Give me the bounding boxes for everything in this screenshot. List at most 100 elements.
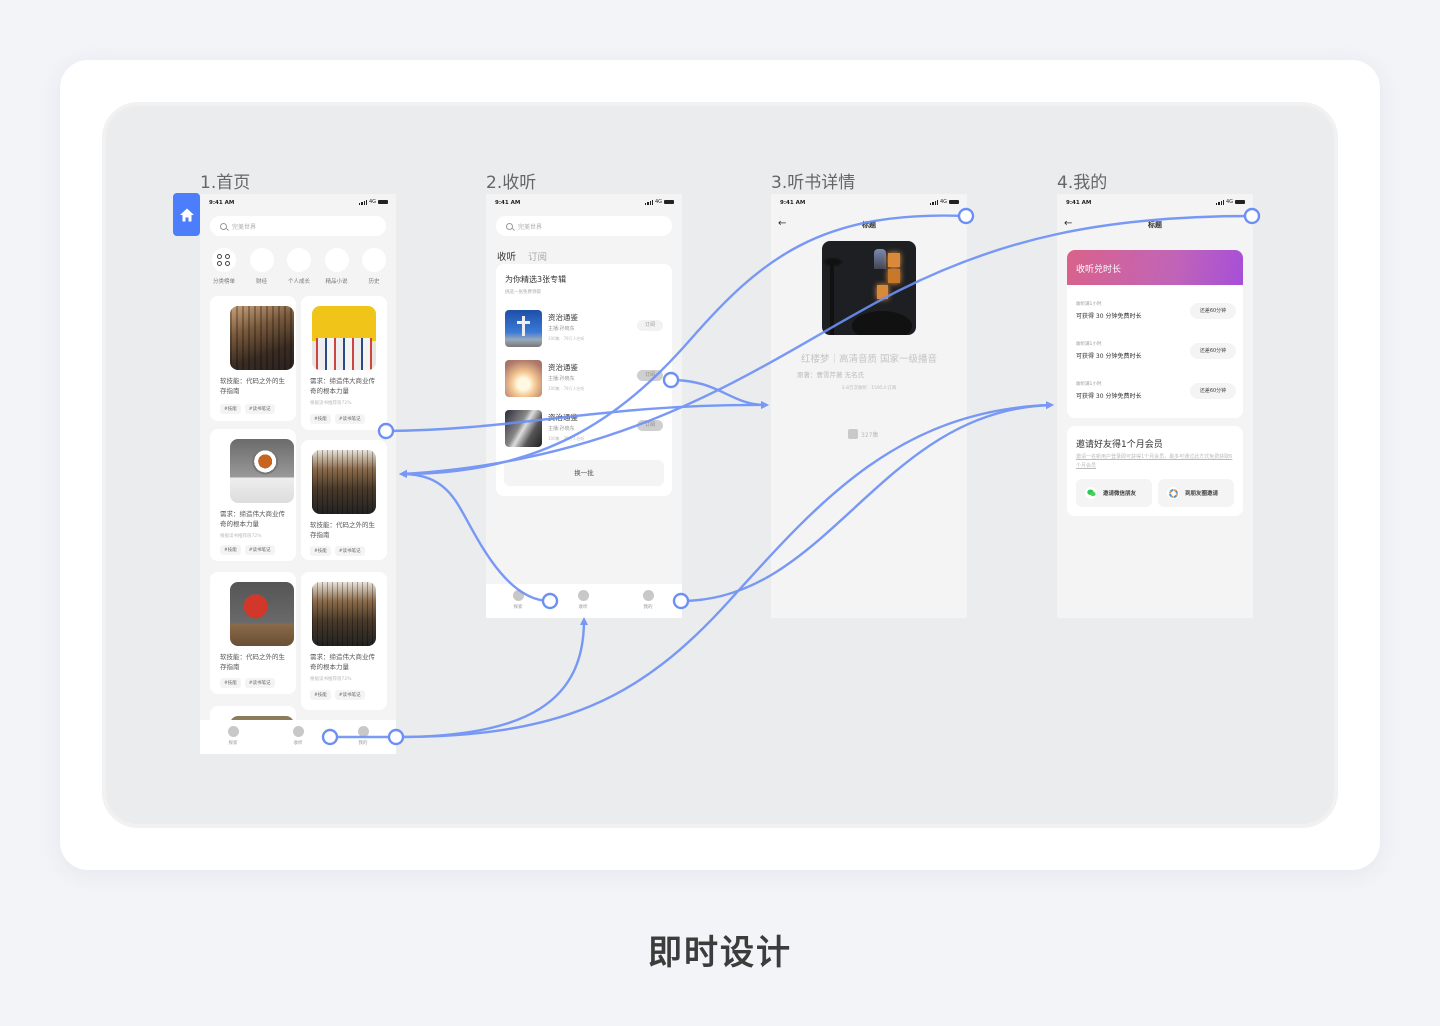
circle-icon — [249, 248, 274, 272]
tab-icon — [512, 590, 524, 601]
panel-title: 为你精选3张专辑 — [505, 275, 567, 284]
book-tag: #读书笔记 — [244, 678, 275, 688]
episodes-label: 327集 — [861, 431, 879, 439]
book-subtitle: 根据读书推荐值72% — [310, 401, 352, 406]
search-icon — [220, 222, 227, 230]
signal-icon — [359, 199, 367, 205]
signal-icon — [645, 199, 653, 205]
book-tag: #读书笔记 — [244, 545, 275, 555]
detail-screen: 9:41 AM 4G ← 标题 红楼梦｜高清音质 国家一级播音 原著：曹雪芹著 … — [771, 194, 967, 618]
subscribe-button[interactable]: 订阅 — [637, 420, 663, 431]
category-item[interactable]: 历史 — [356, 248, 392, 285]
album-name: 资治通鉴 — [548, 413, 578, 422]
task-progress-button[interactable]: 还差60分钟 — [1190, 343, 1236, 359]
invite-moments-button[interactable]: 到朋友圈邀请 — [1158, 479, 1234, 507]
album-meta: 100集 · 79万人在听 — [548, 436, 585, 441]
book-cover-image — [312, 450, 376, 514]
task-item: 收听满1小时 可获得 30 分钟免费时长 还差60分钟 — [1076, 301, 1236, 331]
book-card[interactable]: 软技能：代码之外的生存指南 #技能#读书笔记 — [301, 440, 387, 560]
tab-mine[interactable]: 我的 — [348, 726, 378, 746]
book-tag: #技能 — [220, 545, 241, 555]
book-tag: #技能 — [310, 690, 331, 700]
tab-listen[interactable]: 收听 — [283, 726, 313, 746]
tab-label: 收听 — [578, 605, 588, 610]
book-card[interactable]: 软技能：代码之外的生存指南 #技能#读书笔记 — [210, 572, 296, 694]
book-card[interactable]: 软技能：代码之外的生存指南 #技能#读书笔记 — [210, 296, 296, 421]
album-cover-image — [505, 360, 542, 397]
subscribe-button[interactable]: 订阅 — [637, 370, 663, 381]
tab-explore[interactable]: 探索 — [503, 590, 533, 610]
home-icon — [179, 208, 194, 221]
category-item[interactable]: 财经 — [244, 248, 280, 285]
tab-label: 收听 — [293, 741, 303, 746]
album-meta: 100集 · 79万人在听 — [548, 386, 585, 391]
tab-mine[interactable]: 我的 — [633, 590, 663, 610]
battery-icon — [949, 200, 959, 204]
status-bar: 9:41 AM 4G — [1057, 194, 1253, 212]
search-input[interactable]: 完美世界 — [496, 216, 672, 236]
invite-wechat-button[interactable]: 邀请微信朋友 — [1076, 479, 1152, 507]
category-label: 精品小说 — [325, 279, 348, 285]
book-card[interactable]: 需求：缔造伟大商业传奇的根本力量 根据读书推荐值72% #技能#读书笔记 — [301, 572, 387, 710]
circle-icon — [324, 248, 349, 272]
book-card[interactable]: 需求：缔造伟大商业传奇的根本力量 根据读书推荐值72% #技能#读书笔记 — [210, 429, 296, 561]
book-card[interactable]: 需求：缔造伟大商业传奇的根本力量 根据读书推荐值72% #技能#读书笔记 — [301, 296, 387, 430]
album-name: 资治通鉴 — [548, 363, 578, 372]
circle-icon — [287, 248, 311, 272]
album-item[interactable]: 资治通鉴 主播:孙晓东 100集 · 79万人在听 订阅 — [505, 410, 665, 450]
circle-icon — [362, 248, 386, 272]
tab-icon — [642, 590, 654, 601]
book-tag: #技能 — [310, 414, 331, 424]
page-caption: 即时设计 — [648, 933, 792, 973]
book-title: 需求：缔造伟大商业传奇的根本力量 — [220, 510, 285, 528]
task-progress-button[interactable]: 还差60分钟 — [1190, 303, 1236, 319]
invite-button-label: 到朋友圈邀请 — [1185, 491, 1219, 497]
category-label: 历史 — [368, 279, 380, 285]
nav-bar: ← 标题 — [771, 218, 967, 234]
tab-label: 我的 — [643, 605, 653, 610]
album-item[interactable]: 资治通鉴 主播:孙晓东 100集 · 79万人在听 订阅 — [505, 360, 665, 400]
album-cover-image — [505, 410, 542, 447]
screen-label-listen: 2.收听 — [486, 173, 537, 193]
list-icon — [848, 429, 858, 439]
book-subtitle: 根据读书推荐值72% — [220, 534, 262, 539]
album-stats: 3.8万次收听 · 1595人订阅 — [841, 386, 897, 391]
book-tag: #读书笔记 — [334, 546, 365, 556]
book-tag: #技能 — [220, 404, 241, 414]
task-progress-button[interactable]: 还差60分钟 — [1190, 383, 1236, 399]
category-item[interactable]: 个人成长 — [281, 248, 317, 285]
album-item[interactable]: 资治通鉴 主播:孙晓东 100集 · 79万人在听 订阅 — [505, 310, 665, 350]
network-label: 4G — [1225, 199, 1233, 205]
screen-label-home: 1.首页 — [200, 173, 251, 193]
wechat-icon — [1085, 487, 1097, 499]
segment-tabs: 收听 订阅 — [497, 249, 548, 268]
tab-bar: 探索 收听 我的 — [200, 720, 396, 754]
episodes-count[interactable]: 327集 — [848, 429, 878, 439]
nav-bar: ← 标题 — [1057, 218, 1253, 234]
category-item[interactable]: 精品小说 — [319, 248, 355, 285]
album-panel: 为你精选3张专辑 挑选一张免费领取 资治通鉴 主播:孙晓东 100集 · 79万… — [496, 264, 672, 496]
listen-screen: 9:41 AM 4G 完美世界 收听 订阅 为你精选3张专辑 挑选一张免费领取 … — [486, 194, 682, 618]
category-row: 分类榜单 财经 个人成长 精品小说 历史 — [206, 248, 392, 285]
book-cover-image — [312, 306, 376, 370]
search-input[interactable]: 完美世界 — [210, 216, 386, 236]
invite-card: 邀请好友得1个月会员 邀请一名新用户登录即可获得1个月会员，最多可通过此方式免费… — [1067, 426, 1243, 516]
refresh-button[interactable]: 换一批 — [504, 460, 664, 486]
tab-explore[interactable]: 探索 — [218, 726, 248, 746]
invite-description[interactable]: 邀请一名新用户登录即可获得1个月会员，最多可通过此方式免费获取6个月会员 — [1076, 454, 1233, 469]
segment-subscribe[interactable]: 订阅 — [528, 252, 548, 263]
panel-subtitle: 挑选一张免费领取 — [505, 290, 541, 295]
album-host: 主播:孙晓东 — [548, 326, 575, 332]
home-start-badge[interactable] — [173, 193, 200, 236]
book-title: 需求：缔造伟大商业传奇的根本力量 — [310, 377, 375, 395]
album-title: 红楼梦｜高清音质 国家一级播音 — [800, 354, 938, 365]
tab-icon — [357, 726, 369, 737]
grid-icon — [217, 254, 231, 266]
task-item: 收听满1小时 可获得 30 分钟免费时长 还差60分钟 — [1076, 341, 1236, 371]
nav-title: 标题 — [862, 221, 876, 229]
subscribe-button[interactable]: 订阅 — [637, 320, 663, 331]
category-item[interactable]: 分类榜单 — [206, 248, 242, 285]
segment-listen[interactable]: 收听 — [497, 249, 516, 268]
signal-icon — [930, 199, 938, 205]
tab-listen[interactable]: 收听 — [568, 590, 598, 610]
